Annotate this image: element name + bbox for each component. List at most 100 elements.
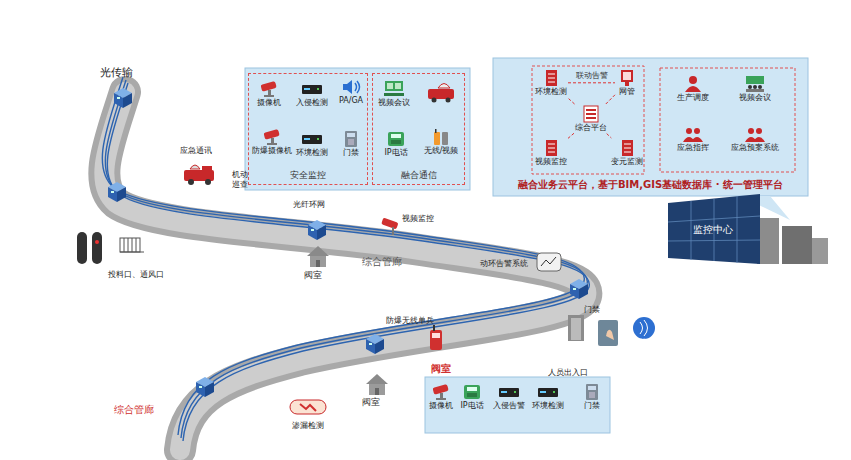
device-item: 门禁 <box>580 382 604 412</box>
device-item: 视频监控 <box>534 138 568 168</box>
text-label: 光传输 <box>100 66 133 79</box>
dashed-link <box>567 98 574 104</box>
device-icon <box>540 69 562 87</box>
text-label: 机动巡查 <box>232 170 250 189</box>
device-label: 环境检测 <box>532 401 564 411</box>
text-label: 综合管廊 <box>362 256 402 268</box>
device-item: 门禁 <box>339 129 363 159</box>
device-label: 视频会议 <box>378 98 410 108</box>
device-label: 摄像机 <box>257 98 281 108</box>
dashed-link <box>568 82 615 83</box>
device-icon <box>498 383 520 401</box>
text-label: 防爆无线单兵 <box>386 316 434 326</box>
text-label: 人员出入口 <box>548 368 588 378</box>
device-label: 应急指挥 <box>677 143 709 153</box>
group-heading: 安全监控 <box>249 169 367 182</box>
device-icon <box>540 139 562 157</box>
device-icon <box>744 75 766 93</box>
device-item: 摄像机 <box>256 79 282 109</box>
device-item: 生产调度 <box>676 74 710 104</box>
device-label: 环境检测 <box>535 87 567 97</box>
group-box: 安全监控 摄像机 入侵检测 PA/GA 防爆摄像机环境检测 门禁 <box>248 73 368 185</box>
device-icon <box>581 383 603 401</box>
group-box: 融合业务云平台，基于BIM,GIS基础数据库 · 统一管理平台 环境检测 网管综合平… <box>493 58 808 196</box>
screen-label-box: 监控中心 <box>680 220 746 240</box>
text-label: RFID <box>633 337 647 344</box>
device-item: 入侵检测 <box>295 79 329 109</box>
device-item: 综合平台 <box>574 104 608 134</box>
device-icon <box>258 80 280 98</box>
device-item: 环境检测 <box>531 382 565 412</box>
device-label: 入侵告警 <box>493 401 525 411</box>
device-label: 门禁 <box>584 401 600 411</box>
text-label: 阀室 <box>304 270 322 281</box>
text-label: 综合管廊 <box>114 404 154 416</box>
device-item: 变元监测 <box>610 138 644 168</box>
device-icon <box>340 130 362 148</box>
device-label: PA/GA <box>339 96 363 106</box>
device-item: 环境检测 <box>534 68 568 98</box>
device-label: 摄像机 <box>429 401 453 411</box>
link-label: 联动告警 <box>575 70 609 81</box>
dashed-link <box>568 133 574 138</box>
group-heading: 融合业务云平台，基于BIM,GIS基础数据库 · 统一管理平台 <box>493 178 808 192</box>
device-icon <box>261 128 283 146</box>
text-label: 应急通讯 <box>180 146 212 156</box>
device-item: IP电话 <box>383 129 408 159</box>
device-item: 应急预案系统 <box>730 124 780 154</box>
device-item: IP电话 <box>459 382 484 412</box>
device-icon <box>385 130 407 148</box>
device-label: 应急预案系统 <box>731 143 779 153</box>
device-item: 无线/视频 <box>423 127 460 157</box>
group-heading: 融合通信 <box>373 169 464 182</box>
device-label: IP电话 <box>384 148 407 158</box>
device-icon <box>430 128 452 146</box>
device-label: 网管 <box>619 87 635 97</box>
device-label: 防爆摄像机 <box>252 146 292 156</box>
group-heading: 监控中心 <box>680 223 746 237</box>
device-icon <box>682 75 704 93</box>
device-item: 网管 <box>615 68 639 98</box>
device-icon <box>744 125 766 143</box>
device-item: 视频会议 <box>377 79 411 109</box>
device-label: 生产调度 <box>677 93 709 103</box>
device-label: 综合平台 <box>575 123 607 133</box>
device-icon <box>616 139 638 157</box>
device-icon <box>682 125 704 143</box>
text-label: 光纤环网 <box>293 200 325 210</box>
device-item: 环境检测 <box>295 129 329 159</box>
group-box: 阀室摄像机IP电话入侵告警环境检测门禁 <box>425 377 610 433</box>
device-icon <box>301 80 323 98</box>
dashed-link <box>607 134 612 138</box>
device-label: 视频会议 <box>739 93 771 103</box>
dashed-link <box>606 95 615 104</box>
device-item: 入侵告警 <box>492 382 526 412</box>
group-box: 融合通信 视频会议 IP电话 无线/视频 <box>372 73 465 185</box>
device-label: 环境检测 <box>296 148 328 158</box>
text-label: 投料口、通风口 <box>108 270 164 280</box>
text-label: 动环告警系统 <box>480 259 528 269</box>
device-icon <box>580 105 602 123</box>
device-item: 摄像机 <box>428 382 454 412</box>
text-label: 门禁 <box>584 305 600 315</box>
device-icon <box>461 383 483 401</box>
device-label: 视频监控 <box>535 157 567 167</box>
device-label: 变元监测 <box>611 157 643 167</box>
device-icon <box>430 383 452 401</box>
device-icon <box>537 383 559 401</box>
device-item: 应急指挥 <box>676 124 710 154</box>
device-item: PA/GA <box>338 77 364 107</box>
device-item: 视频会议 <box>738 74 772 104</box>
device-label: IP电话 <box>460 401 483 411</box>
device-label: 门禁 <box>343 148 359 158</box>
text-label: 视频监控 <box>402 214 434 224</box>
device-icon <box>340 78 362 96</box>
device-label: 入侵检测 <box>296 98 328 108</box>
text-label: 渗漏检测 <box>292 421 324 431</box>
device-icon <box>383 80 405 98</box>
device-icon <box>616 69 638 87</box>
text-label: 阀室 <box>362 397 380 408</box>
device-label: 无线/视频 <box>424 146 459 156</box>
device-icon <box>301 130 323 148</box>
